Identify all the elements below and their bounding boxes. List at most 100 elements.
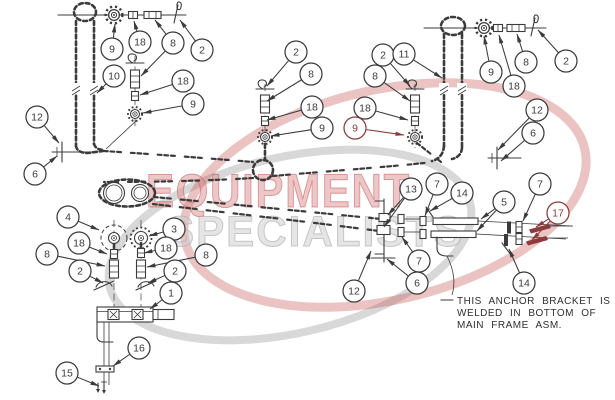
callout-balloon	[363, 64, 387, 88]
center-right-turnbuckle-assembly	[405, 79, 443, 164]
callout-8-15: 8	[363, 64, 411, 102]
callout-number: 15	[61, 368, 73, 380]
callout-10-4: 10	[96, 64, 126, 94]
callout-balloon	[425, 172, 449, 196]
callout-18-16: 18	[353, 96, 409, 121]
callout-number: 8	[170, 38, 176, 50]
callout-arrow	[535, 218, 549, 228]
frame-corner-left	[51, 141, 97, 163]
callout-13-24: 13	[383, 177, 423, 228]
callout-balloon	[163, 259, 187, 283]
callout-4-34: 4	[56, 205, 100, 231]
callout-balloon	[25, 105, 49, 129]
callout-arrow	[133, 20, 139, 32]
callout-balloon	[55, 361, 79, 385]
callout-18-37: 18	[143, 236, 178, 260]
callout-number: 18	[73, 238, 85, 250]
callout-arrow	[78, 220, 100, 231]
callout-18-19: 18	[498, 34, 526, 98]
callout-2-13: 2	[371, 43, 411, 87]
callout-number: 16	[133, 343, 145, 355]
callout-arrow	[266, 109, 302, 121]
callout-2-21: 2	[537, 29, 578, 73]
callout-arrow	[429, 198, 453, 212]
idler-pulley-group	[93, 220, 157, 323]
callout-balloon	[514, 50, 538, 74]
callout-number: 13	[405, 184, 417, 196]
callout-2-41: 2	[147, 259, 187, 284]
callout-18-36: 18	[67, 231, 108, 255]
callout-arrow	[480, 208, 496, 220]
callout-arrow	[140, 50, 166, 77]
callout-arrow	[179, 19, 196, 42]
callout-arrow	[270, 129, 311, 137]
callout-15-44: 15	[55, 361, 100, 387]
callout-1-42: 1	[149, 281, 183, 310]
callout-9-6: 9	[142, 92, 205, 116]
callout-number: 9	[488, 67, 494, 79]
callout-arrow	[522, 194, 536, 222]
callout-arrow	[531, 220, 551, 241]
callout-6-8: 6	[23, 155, 58, 186]
callout-2-40: 2	[68, 259, 104, 284]
diagram-line-art	[51, 1, 573, 394]
callout-2-9: 2	[266, 40, 308, 87]
callout-arrow	[483, 35, 490, 61]
callout-arrow	[358, 250, 372, 281]
callout-number: 6	[414, 278, 420, 290]
callout-balloon	[159, 281, 183, 305]
callout-number: 14	[518, 278, 530, 290]
callout-balloon	[310, 116, 334, 140]
callout-arrow	[43, 155, 58, 168]
callout-arrow	[43, 125, 60, 144]
callout-balloon	[546, 201, 570, 225]
callout-balloon	[492, 190, 516, 214]
callout-balloon	[521, 121, 545, 145]
callout-balloon	[502, 74, 526, 98]
callout-balloon	[171, 69, 195, 93]
top-left-rod-assembly	[57, 1, 187, 25]
callout-number: 6	[530, 128, 536, 140]
callout-arrow	[401, 236, 413, 252]
callout-balloon	[479, 60, 503, 84]
callout-number: 5	[501, 197, 507, 209]
anchor-note-line-1: THIS ANCHOR BRACKET IS	[457, 296, 610, 307]
callout-number: 18	[177, 76, 189, 88]
callout-balloon	[68, 259, 92, 283]
callout-11-14: 11	[392, 42, 443, 79]
callout-number: 8	[308, 69, 314, 81]
callout-6-31: 6	[386, 258, 429, 295]
callout-12-32: 12	[342, 250, 372, 303]
callout-number: 12	[531, 105, 543, 117]
callout-16-43: 16	[112, 336, 151, 367]
callout-arrow	[89, 246, 108, 255]
callout-balloon	[127, 336, 151, 360]
callout-number: 9	[352, 123, 358, 135]
callout-number: 4	[65, 212, 71, 224]
callout-balloon	[554, 49, 578, 73]
callout-balloon	[161, 31, 185, 55]
callout-2-3: 2	[179, 19, 214, 62]
callout-9-18: 9	[479, 35, 503, 84]
callout-number: 6	[32, 169, 38, 181]
callout-number: 2	[172, 266, 178, 278]
callout-balloon	[405, 271, 429, 295]
callout-arrow	[112, 354, 130, 367]
callout-balloon	[399, 177, 423, 201]
callout-18-11: 18	[266, 95, 324, 121]
callout-arrow	[366, 129, 405, 136]
callout-number: 14	[456, 188, 468, 200]
callout-number: 9	[109, 44, 115, 56]
callout-arrow	[89, 275, 104, 284]
callout-balloon	[343, 116, 367, 140]
callout-arrow	[386, 258, 409, 277]
callout-balloon	[392, 42, 416, 66]
anchor-note-line-2: WELDED IN BOTTOM OF	[457, 308, 596, 319]
callout-number: 3	[171, 224, 177, 236]
callout-number: 9	[319, 123, 325, 135]
callout-arrow	[390, 63, 411, 87]
callout-17-29: 17	[531, 201, 570, 241]
callout-arrow	[154, 19, 167, 35]
